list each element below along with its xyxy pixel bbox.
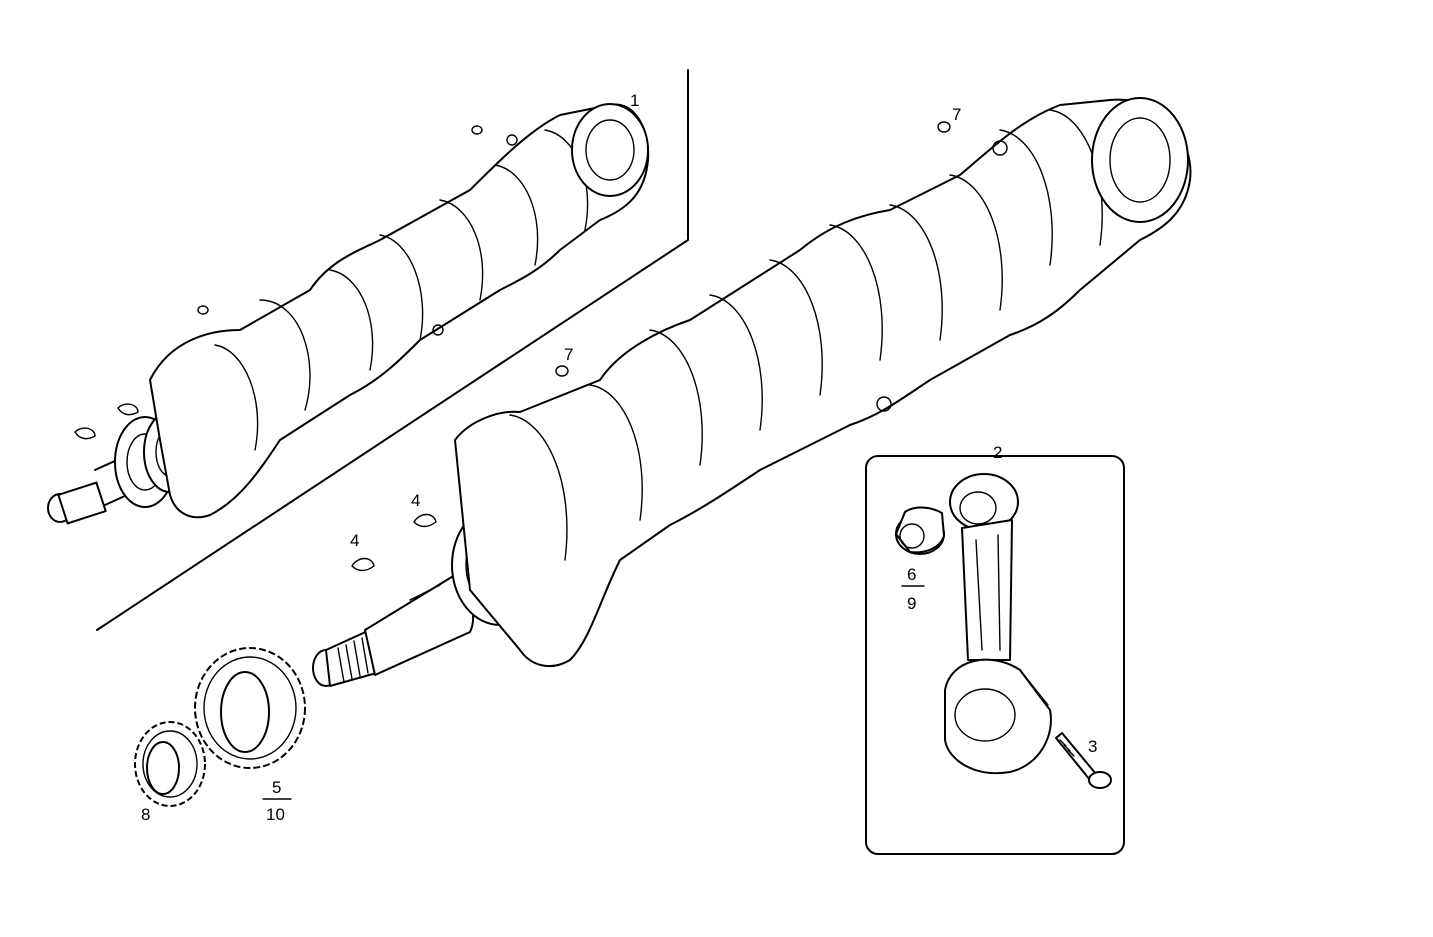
callout-rod-bolt: 3: [1088, 737, 1097, 756]
bushing-drawing: [895, 506, 945, 555]
assembled-crankshaft-drawing: [47, 103, 650, 525]
crankshaft-drawing: [312, 97, 1192, 687]
callout-crankshaft-assembly: 1: [630, 91, 639, 110]
callout-gear-small: 8: [141, 805, 150, 824]
callout-bushing-bottom: 9: [907, 594, 916, 613]
callout-key-left: 4: [350, 531, 359, 550]
assembly-frame: [96, 69, 689, 631]
connecting-rod-drawing: [944, 473, 1052, 775]
callout-bushing-top: 6: [907, 565, 916, 584]
callout-gear-large-top: 5: [272, 778, 281, 797]
connecting-rod-frame: [865, 455, 1125, 855]
timing-gear-large-drawing: [194, 647, 306, 769]
rod-bolt-drawing: [1055, 732, 1112, 789]
callout-plug-lower: 7: [564, 345, 573, 364]
callout-key-right: 4: [411, 491, 420, 510]
callout-plug-upper: 7: [952, 105, 961, 124]
callout-connecting-rod: 2: [993, 443, 1002, 462]
callout-gear-large-bottom: 10: [266, 805, 285, 824]
timing-gear-small-drawing: [134, 721, 206, 807]
